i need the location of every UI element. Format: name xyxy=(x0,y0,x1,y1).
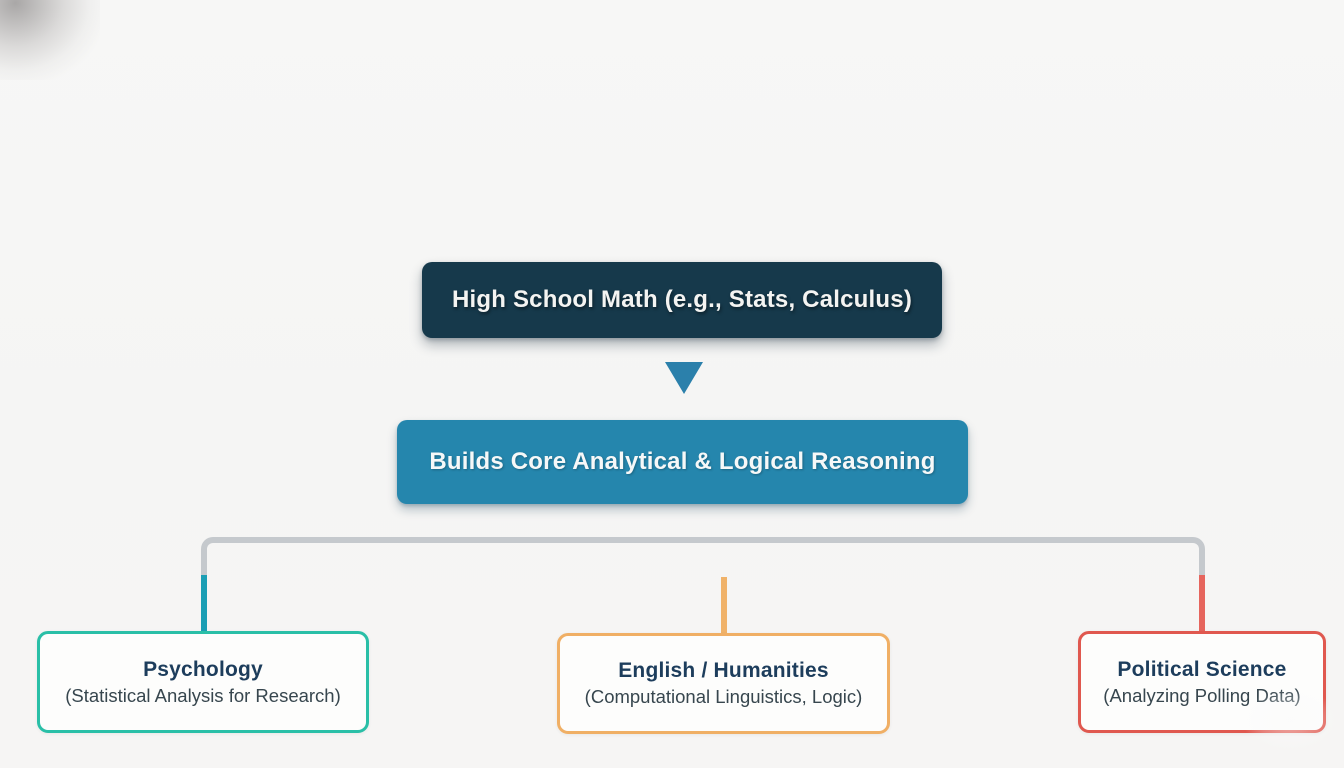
branch-subtitle-political-science: (Analyzing Polling Data) xyxy=(1103,684,1301,706)
branch-title-english-humanities: English / Humanities xyxy=(618,659,829,682)
branch-subtitle-psychology: (Statistical Analysis for Research) xyxy=(65,684,341,706)
branch-stub-political-science xyxy=(1199,575,1205,633)
core-node: Builds Core Analytical & Logical Reasoni… xyxy=(397,420,968,504)
root-node: High School Math (e.g., Stats, Calculus) xyxy=(422,262,942,338)
branch-stub-psychology xyxy=(201,575,207,633)
branch-stub-english-humanities xyxy=(721,577,727,635)
root-node-label: High School Math (e.g., Stats, Calculus) xyxy=(451,286,913,313)
down-triangle-icon xyxy=(665,362,703,394)
corner-smudge-artifact xyxy=(0,0,100,80)
branch-trunk xyxy=(201,537,1205,579)
branch-title-psychology: Psychology xyxy=(143,657,263,681)
branch-title-political-science: Political Science xyxy=(1117,657,1287,681)
core-node-label: Builds Core Analytical & Logical Reasoni… xyxy=(429,448,936,475)
branch-node-english-humanities: English / Humanities (Computational Ling… xyxy=(557,633,890,734)
branch-subtitle-english-humanities: (Computational Linguistics, Logic) xyxy=(584,686,863,707)
branch-node-psychology: Psychology (Statistical Analysis for Res… xyxy=(37,631,369,733)
branch-node-political-science: Political Science (Analyzing Polling Dat… xyxy=(1078,631,1326,733)
